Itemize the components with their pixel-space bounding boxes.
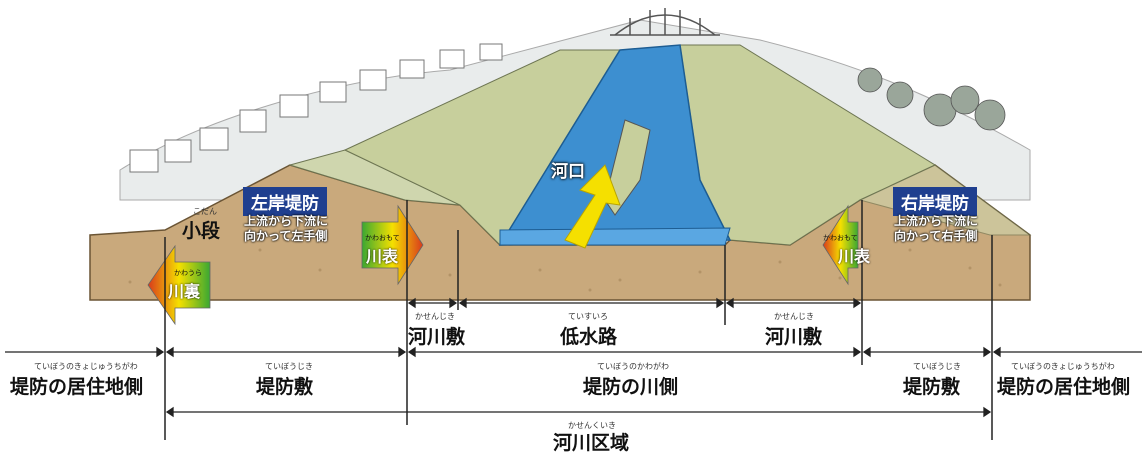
- small-berm-label: 小段: [182, 220, 221, 242]
- river-water: [498, 44, 732, 246]
- landside-label: 川裏: [168, 282, 201, 301]
- riverfront-ruby-left: かわおもて: [365, 234, 400, 242]
- levee-site-ruby-right: ていぼうじき: [913, 362, 961, 371]
- residential-side-ruby-right: ていぼうのきょじゅうちがわ: [1011, 362, 1115, 371]
- levee-site-ruby-left: ていぼうじき: [265, 362, 313, 371]
- dimension-arrows: [5, 297, 1142, 418]
- levee-site-label-right: 堤防敷: [903, 376, 961, 398]
- river-water-front: [499, 227, 731, 246]
- right-levee-note-1: 上流から下流に: [894, 214, 979, 228]
- right-levee-label: 右岸堤防: [893, 187, 977, 216]
- left-levee-note-2: 向かって左手側: [244, 229, 328, 243]
- landside-arrow: [147, 244, 211, 326]
- residential-side-label-right: 堤防の居住地側: [997, 376, 1131, 398]
- riverfront-label-right: 川表: [838, 247, 871, 266]
- boundary-lines: [164, 200, 993, 440]
- river-zone-label: 河川区域: [553, 432, 630, 454]
- low-channel-ruby: ていすいろ: [568, 312, 608, 321]
- houses-left: [129, 43, 503, 173]
- residential-side-label-left: 堤防の居住地側: [10, 376, 144, 398]
- river-side-label: 堤防の川側: [583, 376, 679, 398]
- floodplain-label-left: 河川敷: [408, 326, 466, 348]
- estuary-label: 河口: [551, 162, 585, 182]
- trees-right: [857, 67, 1006, 131]
- bridge: [610, 8, 720, 36]
- left-levee-note-1: 上流から下流に: [244, 214, 329, 228]
- levee-site-label-left: 堤防敷: [256, 376, 314, 398]
- floodplain-ruby-left: かせんじき: [415, 312, 455, 321]
- riverfront-arrow-right: [822, 204, 859, 286]
- riverfront-ruby-right: かわおもて: [823, 234, 858, 242]
- soil-texture: [128, 248, 1002, 292]
- riverfront-label-left: 川表: [366, 247, 399, 266]
- river-zone-ruby: かせんくいき: [568, 421, 616, 430]
- right-levee-note-2: 向かって右手側: [894, 229, 978, 243]
- flow-direction-arrow: [564, 164, 621, 249]
- river-side-ruby: ていぼうのかわがわ: [597, 362, 669, 371]
- landside-ruby: かわうら: [174, 269, 202, 277]
- small-berm-ruby: こだん: [193, 207, 217, 216]
- low-channel-label: 低水路: [560, 326, 618, 348]
- floodplain-label-right: 河川敷: [765, 326, 823, 348]
- residential-side-ruby-left: ていぼうのきょじゅうちがわ: [34, 362, 138, 371]
- left-levee-label: 左岸堤防: [243, 187, 327, 216]
- floodplain-ruby-right: かせんじき: [774, 312, 814, 321]
